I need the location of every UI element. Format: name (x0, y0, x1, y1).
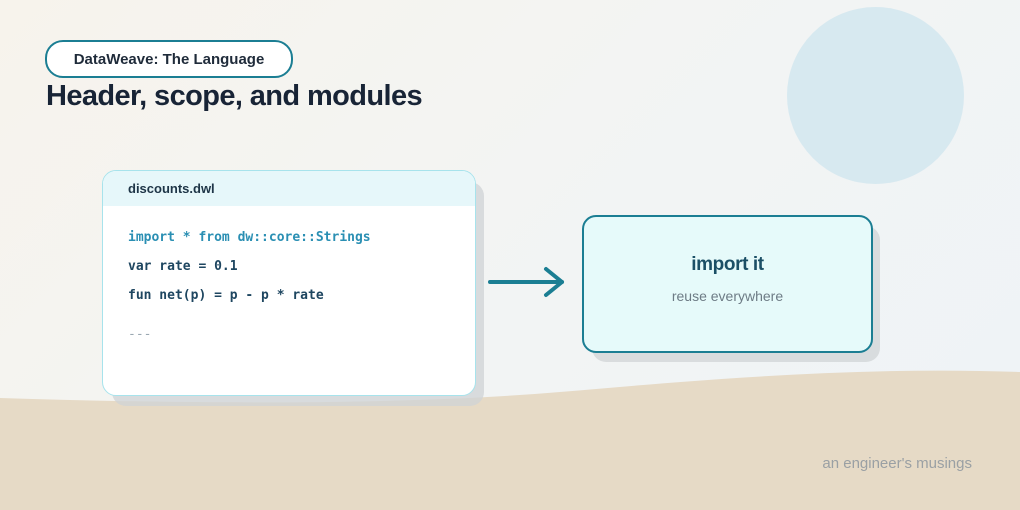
result-card: import it reuse everywhere (582, 215, 873, 353)
body-separator: --- (128, 327, 152, 342)
result-title: import it (691, 254, 764, 275)
arrow-right-icon (488, 267, 564, 297)
result-subtitle: reuse everywhere (671, 288, 784, 304)
page-title: Header, scope, and modules (46, 80, 423, 112)
topic-tag: DataWeave: The Language (45, 40, 293, 78)
code-line-var: var rate = 0.1 (128, 259, 238, 274)
footer-credit: an engineer's musings (822, 455, 972, 472)
code-line-import: import * from dw::core::Strings (128, 230, 371, 245)
decorative-circle (787, 7, 964, 184)
code-block: import * from dw::core::Strings var rate… (103, 206, 475, 342)
module-filename: discounts.dwl (103, 171, 475, 206)
code-line-fun: fun net(p) = p - p * rate (128, 288, 324, 303)
module-card: discounts.dwl import * from dw::core::St… (102, 170, 476, 396)
